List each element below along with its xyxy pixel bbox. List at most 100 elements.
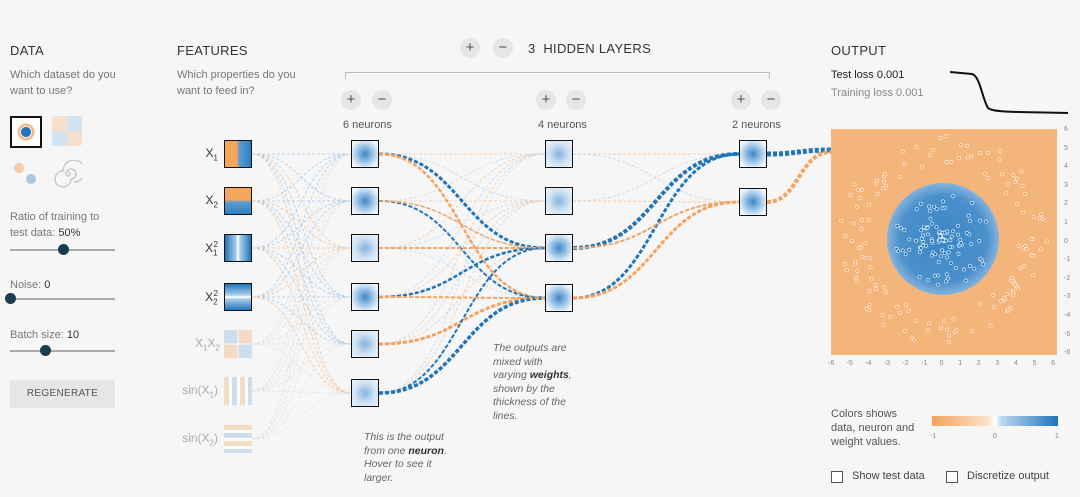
remove-layer-button[interactable]: − xyxy=(493,38,513,58)
noise-slider-knob[interactable] xyxy=(5,293,16,304)
data-point-orange xyxy=(1015,202,1020,207)
x-axis-tick: 3 xyxy=(995,360,1000,367)
layer1-neuron[interactable] xyxy=(351,187,379,215)
x-axis-tick: 0 xyxy=(939,360,944,367)
feature-x2-node[interactable] xyxy=(224,187,252,215)
y-axis-tick: -4 xyxy=(1064,312,1071,319)
data-point-orange xyxy=(875,192,880,197)
data-point-orange xyxy=(945,327,950,332)
layer1-neuron[interactable] xyxy=(351,330,379,358)
add-layer-button[interactable]: + xyxy=(460,38,480,58)
data-point-blue xyxy=(977,239,982,243)
layer2-neuron[interactable] xyxy=(545,234,573,262)
data-point-orange xyxy=(948,159,953,164)
dataset-gaussian-button[interactable] xyxy=(12,160,40,188)
layer1-neuron[interactable] xyxy=(351,234,379,262)
feature-label-sub: 2 xyxy=(209,438,214,448)
layer2-neuron[interactable] xyxy=(545,187,573,215)
y-axis-tick: 1 xyxy=(1064,219,1068,226)
show-test-data-checkbox[interactable] xyxy=(831,471,843,483)
layer1-remove-neuron-button[interactable]: − xyxy=(372,90,392,110)
x-axis-tick: -6 xyxy=(828,360,835,367)
feature-x1-node[interactable] xyxy=(224,140,252,168)
feature-label: X22 xyxy=(178,289,218,306)
feature-label-sub: 1 xyxy=(213,248,218,258)
feature-label-tail: ) xyxy=(214,431,218,445)
data-point-orange xyxy=(1031,214,1036,219)
data-point-blue xyxy=(928,208,932,213)
weight-line xyxy=(572,200,740,203)
data-point-orange xyxy=(883,172,887,177)
data-point-blue xyxy=(921,243,925,248)
layer1-neuron[interactable] xyxy=(351,379,379,407)
layer3-remove-neuron-button[interactable]: − xyxy=(761,90,781,110)
ratio-slider-knob[interactable] xyxy=(57,244,69,255)
batch-slider-knob[interactable] xyxy=(39,345,51,356)
layer2-neuron[interactable] xyxy=(545,140,573,168)
layer2-remove-neuron-button[interactable]: − xyxy=(566,90,586,110)
data-point-orange xyxy=(1016,286,1020,291)
data-point-orange xyxy=(875,178,880,183)
feature-sin-x2-node[interactable] xyxy=(224,425,252,453)
layer2-add-neuron-button[interactable]: + xyxy=(536,90,556,110)
batch-slider[interactable] xyxy=(10,345,115,356)
discretize-output-checkbox[interactable] xyxy=(946,471,958,483)
regenerate-button[interactable]: REGENERATE xyxy=(10,380,115,408)
feature-x2-squared-node[interactable] xyxy=(224,283,252,311)
feature-label-tail: ) xyxy=(214,383,218,397)
data-point-orange xyxy=(1021,246,1025,251)
data-point-orange xyxy=(1039,247,1043,252)
data-point-orange xyxy=(1019,169,1024,174)
dataset-circle-button[interactable] xyxy=(10,116,42,148)
data-point-blue xyxy=(900,248,905,253)
neuron-annotation: This is the output from one neuron. Hove… xyxy=(364,431,454,485)
data-point-orange xyxy=(904,303,909,308)
data-point-orange xyxy=(869,276,874,281)
ratio-slider[interactable] xyxy=(10,244,115,255)
data-point-orange xyxy=(859,217,864,222)
output-heatmap[interactable] xyxy=(831,129,1057,355)
data-point-orange xyxy=(1045,239,1050,244)
y-axis-tick: -1 xyxy=(1064,256,1071,264)
dataset-xor-button[interactable] xyxy=(52,116,82,146)
layer1-neuron[interactable] xyxy=(351,283,379,311)
layer3-neuron[interactable] xyxy=(739,188,767,216)
x-axis-tick: -5 xyxy=(846,360,853,367)
data-point-orange xyxy=(895,304,899,309)
data-point-orange xyxy=(1011,173,1016,178)
data-point-blue xyxy=(929,239,934,243)
gaussian-dataset-icon xyxy=(14,163,24,173)
data-point-blue xyxy=(919,236,924,241)
feature-x1-squared-node[interactable] xyxy=(224,234,252,262)
layer2-neuron[interactable] xyxy=(545,284,573,312)
data-point-orange xyxy=(943,134,948,139)
data-point-blue xyxy=(902,227,907,232)
feature-label: sin(X1) xyxy=(168,383,218,399)
x-axis-tick: 4 xyxy=(1014,360,1018,367)
noise-slider[interactable] xyxy=(5,293,115,304)
data-point-blue xyxy=(946,250,951,255)
data-point-orange xyxy=(839,218,844,223)
data-point-blue xyxy=(914,207,919,212)
feature-sin-x1-node[interactable] xyxy=(224,377,252,405)
layer3-add-neuron-button[interactable]: + xyxy=(731,90,751,110)
data-point-orange xyxy=(914,144,919,149)
x-axis-tick: -2 xyxy=(902,360,909,367)
layer1-add-neuron-button[interactable]: + xyxy=(341,90,361,110)
layer3-neuron[interactable] xyxy=(739,140,767,168)
data-point-blue xyxy=(934,207,939,211)
feature-x1x2-node[interactable] xyxy=(224,330,252,358)
dataset-spiral-button[interactable] xyxy=(54,159,86,188)
data-point-orange xyxy=(983,171,987,176)
data-point-orange xyxy=(881,322,886,327)
layers-bracket xyxy=(345,72,770,79)
data-point-blue xyxy=(937,229,942,234)
feature-label-sub2: 2 xyxy=(215,343,220,353)
data-point-orange xyxy=(1029,237,1034,241)
data-point-orange xyxy=(882,285,887,290)
data-point-orange xyxy=(957,156,962,160)
y-axis-tick: -6 xyxy=(1064,349,1071,357)
layer1-neuron[interactable] xyxy=(351,140,379,168)
data-point-blue xyxy=(932,204,936,209)
data-point-blue xyxy=(953,265,958,270)
